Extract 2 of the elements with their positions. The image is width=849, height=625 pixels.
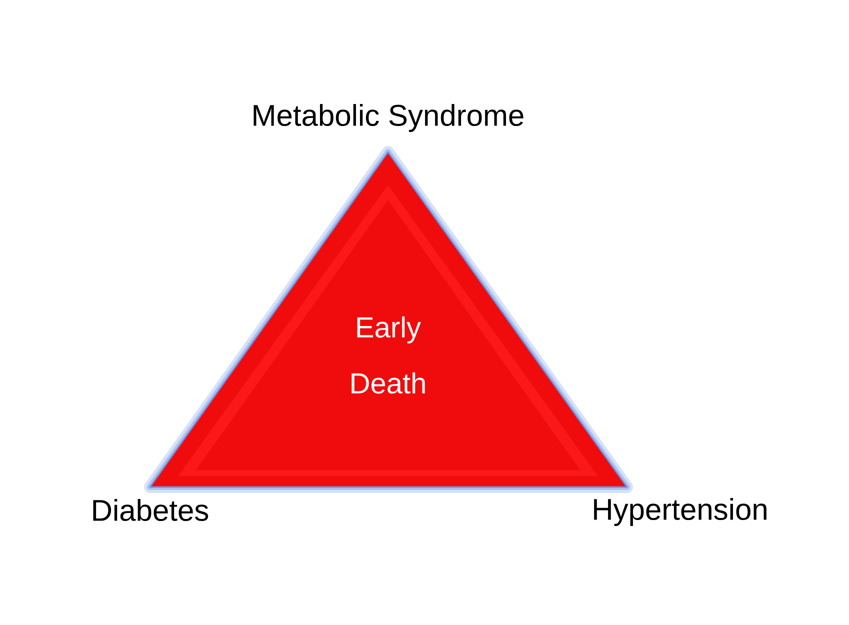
corner-label: Diabetes xyxy=(93,499,208,522)
corner-label: Hypertension xyxy=(594,498,766,526)
